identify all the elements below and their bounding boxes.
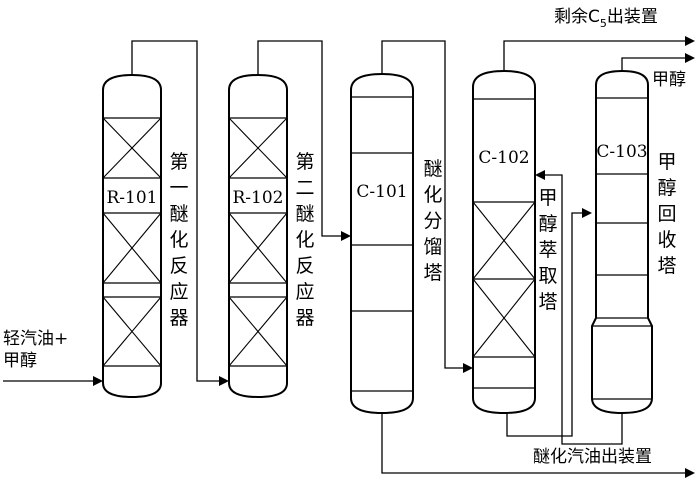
product-label: 醚化汽油出装置	[533, 447, 652, 467]
c101-name-char: 馏	[423, 236, 442, 258]
catalyst-bed-icon	[102, 117, 162, 367]
r101-name-char: 应	[169, 281, 188, 303]
c103-name-char: 塔	[657, 255, 676, 277]
c5-label: 剩余C5出装置	[554, 7, 658, 30]
c101-name-char: 塔	[423, 262, 442, 284]
r101-name-char: 一	[169, 177, 188, 199]
c102-name-char: 取	[538, 265, 557, 287]
c5-pipe	[503, 40, 685, 71]
column-c101-shell	[350, 72, 414, 415]
c102-name-char: 塔	[538, 291, 557, 313]
c5-label-subscript: 5	[600, 17, 607, 30]
column-c101-id: C-101	[356, 182, 407, 202]
reactor-r101: R-101	[102, 73, 162, 399]
methanol-label: 甲醇	[652, 70, 686, 90]
c101-name-char: 醚	[423, 158, 442, 180]
c102-name-char: 甲	[538, 187, 557, 209]
c102-to-c103-pipe	[506, 212, 586, 437]
reactor-r102-id: R-102	[233, 188, 284, 208]
r101-name-char: 化	[169, 229, 188, 251]
r102-name-char: 器	[295, 307, 314, 329]
r102-name-char: 二	[295, 177, 314, 199]
catalyst-bed-icon	[228, 117, 288, 367]
column-c103-id: C-103	[596, 142, 647, 162]
c5-label-suffix: 出装置	[607, 7, 658, 27]
column-c103: C-103	[591, 69, 653, 415]
r101-name-char: 器	[169, 307, 188, 329]
product-pipe	[381, 413, 685, 474]
column-c102: C-102	[472, 69, 536, 415]
feed-label-line1: 轻汽油+	[3, 329, 68, 349]
c5-label-prefix: 剩余C	[554, 7, 600, 27]
c103-to-c102-pipe	[541, 174, 623, 445]
packing-bed-icon	[472, 201, 536, 358]
r102-name-char: 醚	[295, 203, 314, 225]
r102-name-char: 应	[295, 281, 314, 303]
c103-name-char: 收	[657, 229, 676, 251]
r102-name-char: 第	[295, 151, 314, 173]
r102-to-c101-pipe	[257, 40, 345, 237]
c101-overhead-pipe	[381, 40, 467, 369]
feed-label-line2: 甲醇	[3, 351, 37, 371]
column-c102-id: C-102	[478, 148, 529, 168]
c103-name-char: 甲	[657, 151, 676, 173]
reactor-r102: R-102	[228, 73, 288, 399]
methanol-pipe	[621, 57, 685, 71]
r101-name-char: 醚	[169, 203, 188, 225]
c103-name-char: 回	[657, 203, 676, 225]
r102-name-char: 化	[295, 229, 314, 251]
r102-name-char: 反	[295, 255, 314, 277]
c103-name-char: 醇	[657, 177, 676, 199]
c101-name-char: 化	[423, 184, 442, 206]
c102-name-char: 萃	[538, 239, 557, 261]
column-c103-shell	[591, 69, 653, 415]
r101-name-char: 反	[169, 255, 188, 277]
c101-name-char: 分	[423, 210, 442, 232]
r101-name-char: 第	[169, 151, 188, 173]
c102-name-char: 醇	[538, 213, 557, 235]
reactor-r102-shell	[228, 73, 288, 399]
r101-to-r102-pipe	[131, 40, 223, 382]
reactor-r101-id: R-101	[107, 188, 158, 208]
column-c102-shell	[472, 69, 536, 415]
column-c101: C-101	[350, 72, 414, 415]
reactor-r101-shell	[102, 73, 162, 399]
